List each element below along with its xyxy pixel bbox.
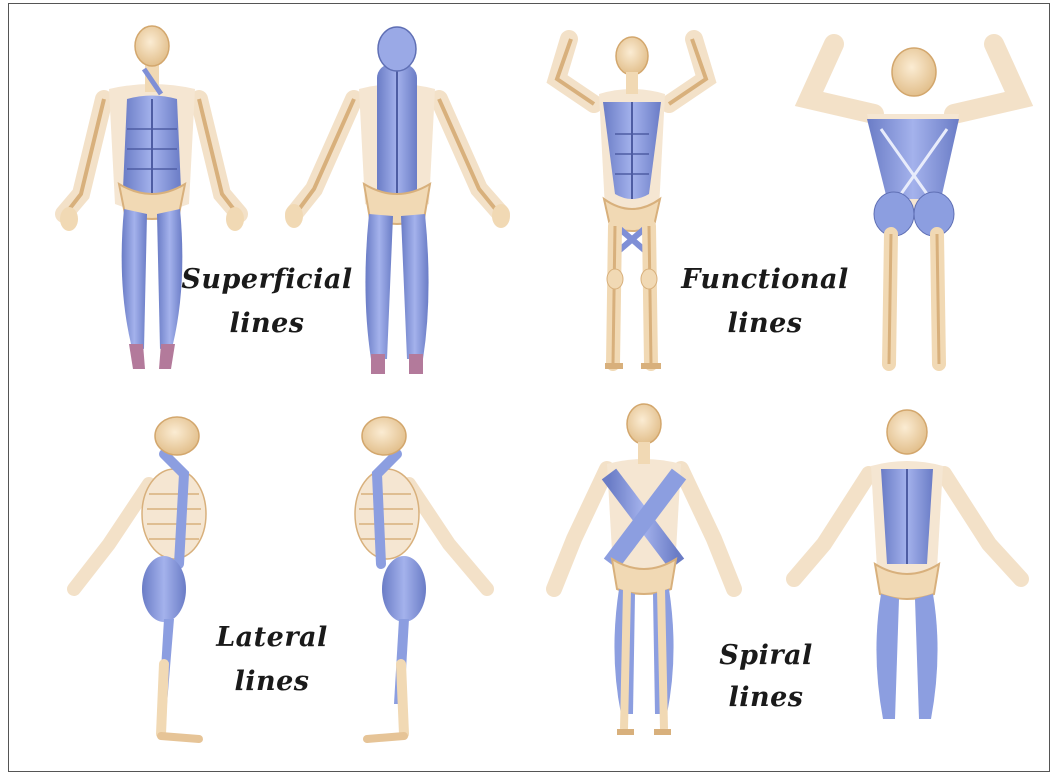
- spiral-lines-label-line1: Spiral: [719, 642, 813, 669]
- functional-lines-label-line1: Functional: [681, 266, 849, 293]
- lateral-right-figure: [355, 417, 487, 739]
- functional-lines-label-line2: lines: [727, 310, 802, 337]
- spiral-lines-label-line2: lines: [728, 684, 803, 711]
- spiral-back-figure: [794, 410, 1021, 719]
- functional-front-figure: [557, 37, 706, 366]
- superficial-front-figure: [60, 26, 244, 369]
- anatomy-figures: [9, 4, 1051, 773]
- functional-back-figure: [809, 44, 1019, 364]
- diagram-frame: Superficial lines Functional lines Later…: [8, 3, 1050, 772]
- lateral-lines-label-line1: Lateral: [216, 624, 328, 651]
- lateral-lines-label-line2: lines: [234, 668, 309, 695]
- superficial-lines-label-line1: Superficial: [181, 266, 352, 293]
- superficial-back-figure: [285, 27, 510, 374]
- lateral-left-figure: [74, 417, 206, 739]
- superficial-lines-label-line2: lines: [229, 310, 304, 337]
- spiral-front-figure: [554, 404, 734, 732]
